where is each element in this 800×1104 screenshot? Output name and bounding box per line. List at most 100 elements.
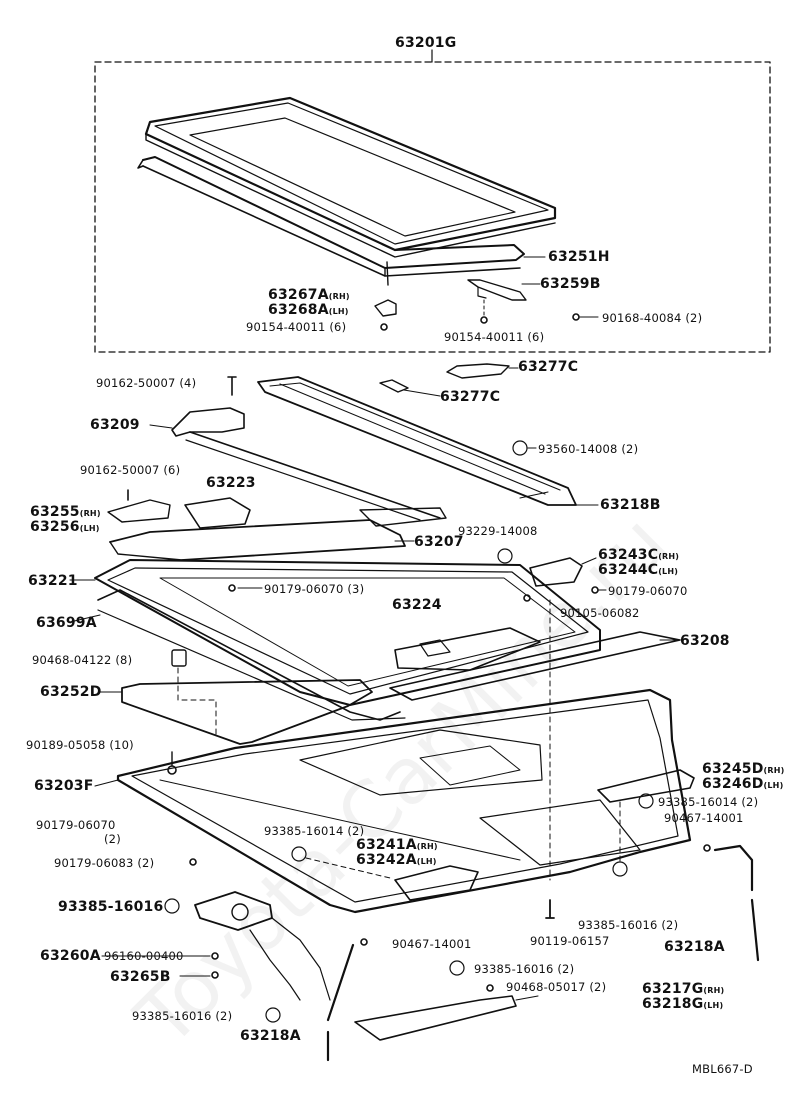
bracket-63241A <box>394 865 479 901</box>
s-symbol-93385-16016-l <box>164 898 180 914</box>
screw-90154-b <box>480 316 488 324</box>
callout-90468-04122: 90468-04122 (8) <box>32 653 133 667</box>
callout-63277C-a: 63277C <box>518 359 579 375</box>
callout-90154-40011-left: 90154-40011 (6) <box>246 320 347 334</box>
callout-63218G: 63218G(LH) <box>642 996 724 1012</box>
callout-63201G: 63201G <box>395 35 457 51</box>
bracket-63255 <box>107 499 171 523</box>
callout-90168-40084: 90168-40084 (2) <box>602 311 703 325</box>
screw-90154-a <box>380 323 388 331</box>
callout-90189-05058: 90189-05058 (10) <box>26 738 134 752</box>
hose-left <box>326 943 355 1022</box>
callout-90119-06157: 90119-06157 <box>530 934 610 948</box>
callout-63265B: 63265B <box>110 969 171 985</box>
clip-90467-r <box>703 844 711 852</box>
callout-96160-00400: 96160-00400 <box>104 949 184 963</box>
housing-63203F <box>116 688 692 914</box>
callout-63255: 63255(RH) <box>30 504 101 520</box>
callout-93385-16016-right: 93385-16016 (2) <box>578 918 679 932</box>
rail-63217G <box>354 995 517 1041</box>
nut-96160 <box>211 952 219 960</box>
callout-63245D: 63245D(RH) <box>702 761 785 777</box>
s-symbol-93385-16016-r <box>612 861 628 877</box>
callout-93385-16014-center: 93385-16014 (2) <box>264 824 365 838</box>
plate-63277C-b <box>379 379 409 393</box>
callout-63209: 63209 <box>90 417 140 433</box>
bolt-90119 <box>545 899 555 919</box>
callout-63277C-b: 63277C <box>440 389 501 405</box>
callout-63224: 63224 <box>392 597 442 613</box>
callout-63221: 63221 <box>28 573 78 589</box>
callout-90105-06082: 90105-06082 <box>560 606 640 620</box>
rail-63208 <box>389 631 681 701</box>
s-symbol-93229 <box>497 548 513 564</box>
clip-90467-b <box>360 938 368 946</box>
callout-90154-40011-right: 90154-40011 (6) <box>444 330 545 344</box>
diagram-code: MBL667-D <box>692 1062 753 1076</box>
callout-63217G: 63217G(RH) <box>642 981 725 997</box>
callout-90179-06070-2: 90179-06070 <box>36 818 116 832</box>
nut-90179-06070-3 <box>228 584 236 592</box>
callout-90467-14001-bottom: 90467-14001 <box>392 937 472 951</box>
callout-63251H: 63251H <box>548 249 610 265</box>
bracket-63243C <box>529 557 583 587</box>
callout-63218B: 63218B <box>600 497 661 513</box>
s-symbol-93385-16014-r <box>638 793 654 809</box>
callout-90179-06070: 90179-06070 <box>608 584 688 598</box>
weatherstrip-63251H <box>137 156 525 286</box>
bracket-63259B <box>467 279 527 301</box>
callout-90179-06083: 90179-06083 (2) <box>54 856 155 870</box>
callout-63223: 63223 <box>206 475 256 491</box>
callout-93385-16014-right: 93385-16014 (2) <box>658 795 759 809</box>
callout-63218A-right: 63218A <box>664 939 725 955</box>
callout-63267A: 63267A(RH) <box>268 287 350 303</box>
s-symbol-93560 <box>512 440 528 456</box>
callout-63259B: 63259B <box>540 276 601 292</box>
bracket-63223 <box>184 497 251 529</box>
callout-63244C: 63244C(LH) <box>598 562 679 578</box>
mechanism-63224 <box>394 627 541 671</box>
hose-right <box>713 844 754 892</box>
clip-90468-04122 <box>171 649 187 667</box>
callout-63243C: 63243C(RH) <box>598 547 680 563</box>
callout-63256: 63256(LH) <box>30 519 100 535</box>
group-box-63201G <box>94 61 771 353</box>
callout-63699A: 63699A <box>36 615 97 631</box>
callout-63218A-left: 63218A <box>240 1028 301 1044</box>
callout-90467-14001-right: 90467-14001 <box>664 811 744 825</box>
s-symbol-93385-16016-b <box>449 960 465 976</box>
frame-63699A <box>97 589 406 721</box>
bracket-63267A <box>374 299 397 317</box>
callout-93560-14008: 93560-14008 (2) <box>538 442 639 456</box>
glass-panel <box>144 96 557 258</box>
callout-63246D: 63246D(LH) <box>702 776 784 792</box>
callout-63252D: 63252D <box>40 684 102 700</box>
callout-63260A: 63260A <box>40 948 101 964</box>
bolt-90105 <box>523 594 531 602</box>
callout-90468-05017: 90468-05017 (2) <box>506 980 607 994</box>
s-symbol-93385-16016-bl <box>265 1007 281 1023</box>
rail-63218B <box>257 376 577 506</box>
nut-90168 <box>572 313 580 321</box>
callout-90162-50007-4: 90162-50007 (4) <box>96 376 197 390</box>
callout-63207: 63207 <box>414 534 464 550</box>
callout-63242A: 63242A(LH) <box>356 852 437 868</box>
screw-90162-50007 <box>227 376 237 396</box>
hose-63218A-r <box>750 898 760 962</box>
weatherstrip-63252D <box>121 679 373 745</box>
callout-63241A: 63241A(RH) <box>356 837 438 853</box>
callout-93229-14008: 93229-14008 <box>458 524 538 538</box>
callout-63203F: 63203F <box>34 778 94 794</box>
clip-90468-05017 <box>486 984 494 992</box>
bracket-63265B <box>211 971 219 979</box>
callout-90162-50007-6: 90162-50007 (6) <box>80 463 181 477</box>
callout-93385-16016-left: 93385-16016 <box>58 899 164 915</box>
callout-90179-06070-3: 90179-06070 (3) <box>264 582 365 596</box>
bracket-63245D <box>597 769 695 803</box>
callout-93385-16016-bottom-left: 93385-16016 (2) <box>132 1009 233 1023</box>
nut-90179-06083 <box>189 858 197 866</box>
callout-93385-16016-bottom: 93385-16016 (2) <box>474 962 575 976</box>
callout-63208: 63208 <box>680 633 730 649</box>
bolt-90189 <box>167 765 177 775</box>
